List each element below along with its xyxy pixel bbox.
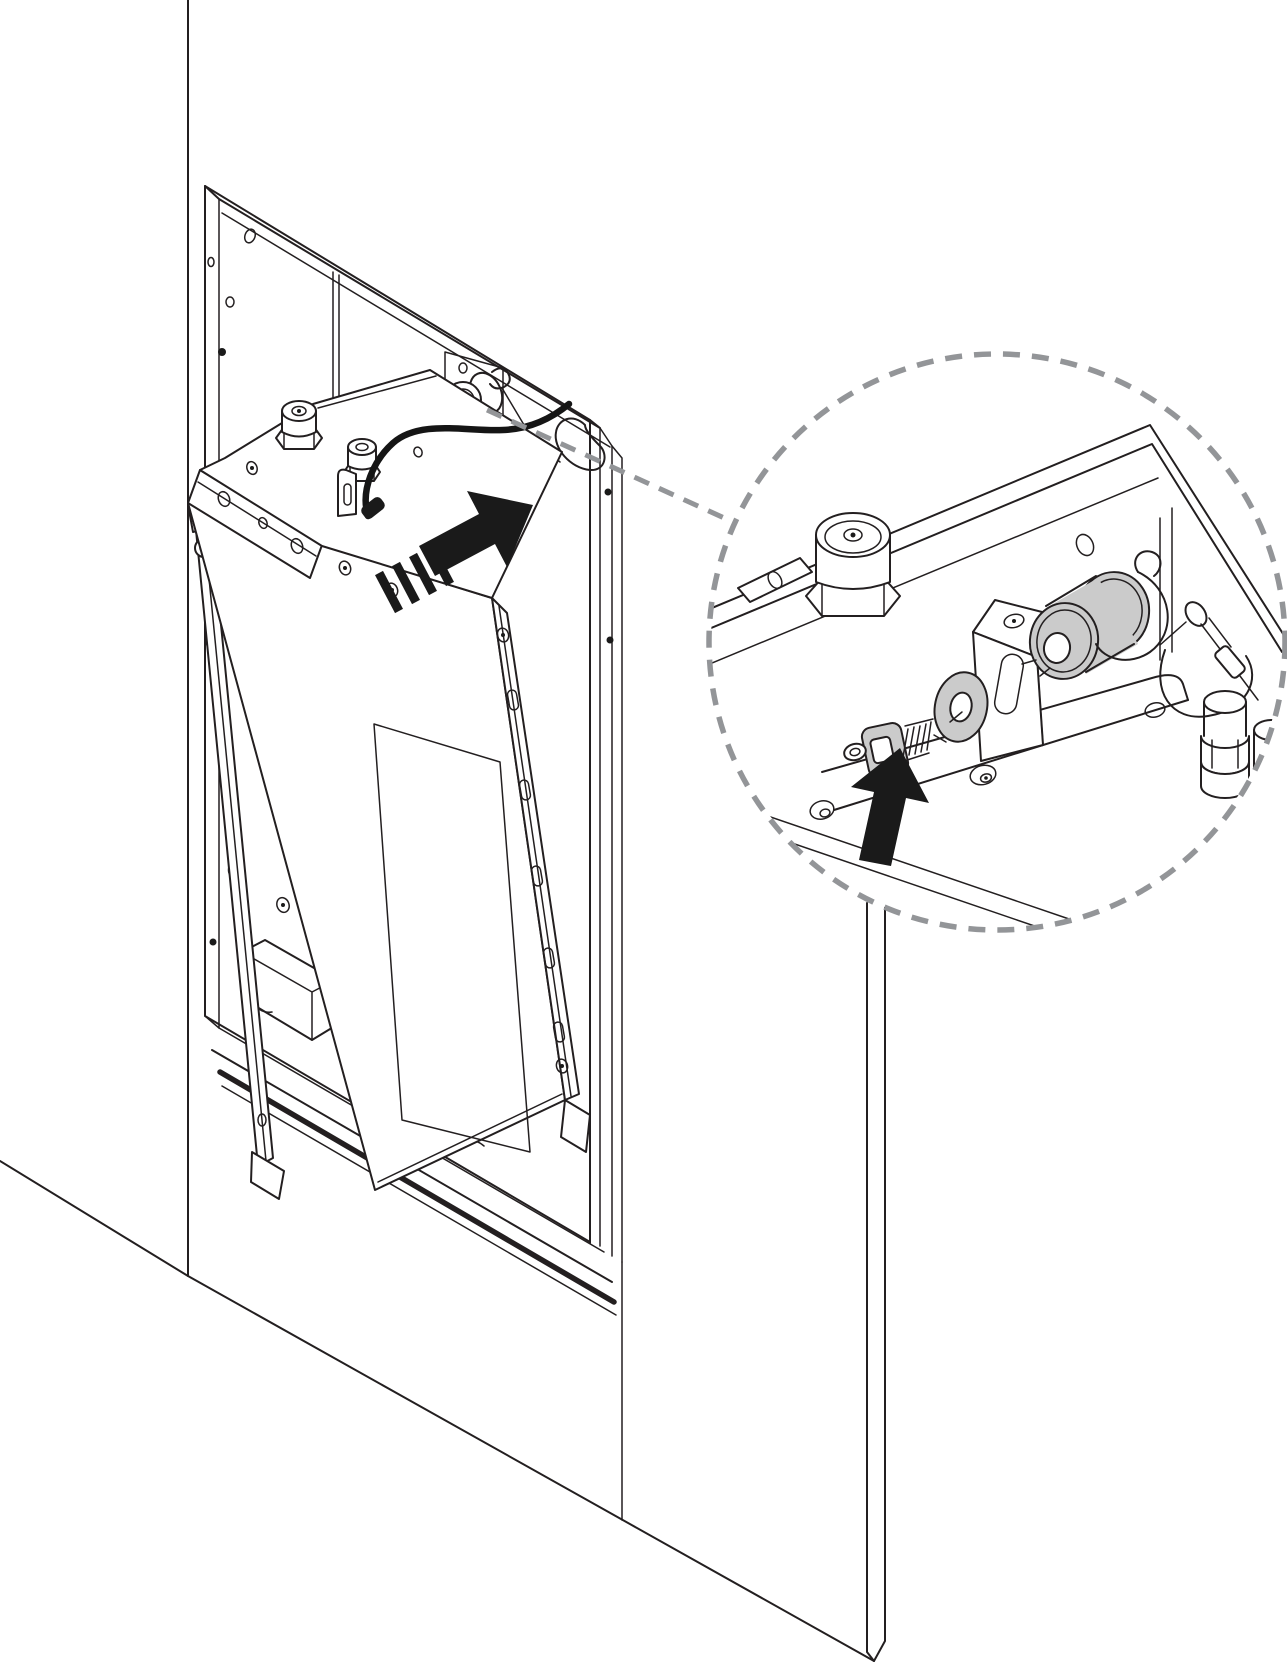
rail-foot	[560, 1099, 591, 1153]
back-panel-screw	[218, 348, 226, 356]
opening-lip-top	[204, 185, 601, 429]
back-panel-hole	[243, 228, 257, 244]
callout-leader-line	[485, 407, 735, 525]
strut-foot	[250, 1151, 285, 1200]
detail-callout	[706, 351, 1287, 933]
wall-right-corner-return	[873, 900, 886, 1662]
callout-cable-gland	[805, 512, 901, 617]
wall-front-bottom-edge	[187, 1275, 875, 1662]
callout-cable-spool	[1021, 571, 1151, 680]
panel-right-rail	[491, 597, 591, 1153]
bracket-tab	[337, 468, 357, 517]
right-jamb-back-corner	[611, 445, 623, 1263]
cable-ferrule	[361, 497, 385, 519]
sill-shadow-line	[217, 1069, 617, 1305]
callout-spring-wire	[1095, 550, 1259, 718]
right-jamb-inner-2	[599, 427, 613, 1257]
callout-washer	[933, 671, 989, 743]
callout-dashed-circle	[706, 351, 1287, 933]
callout-flange-tab	[737, 557, 813, 603]
back-panel-hole-small	[207, 256, 215, 268]
slide-direction-arrow	[375, 491, 533, 614]
cable-gland-large	[275, 400, 323, 450]
back-panel-hole-3	[458, 362, 468, 374]
insert-direction-arrow	[851, 748, 929, 866]
wall-right-corner-front	[866, 902, 875, 1662]
callout-socket-screw	[843, 718, 934, 778]
back-panel-hole-2	[225, 296, 235, 308]
wall-left-bottom-edge	[0, 1160, 189, 1277]
power-cable	[361, 400, 573, 520]
panel-cutout	[373, 723, 531, 1153]
wall	[0, 0, 886, 1662]
recess-top-underside	[221, 212, 611, 448]
motion-hatches	[375, 543, 454, 614]
cable-loop	[554, 417, 606, 472]
